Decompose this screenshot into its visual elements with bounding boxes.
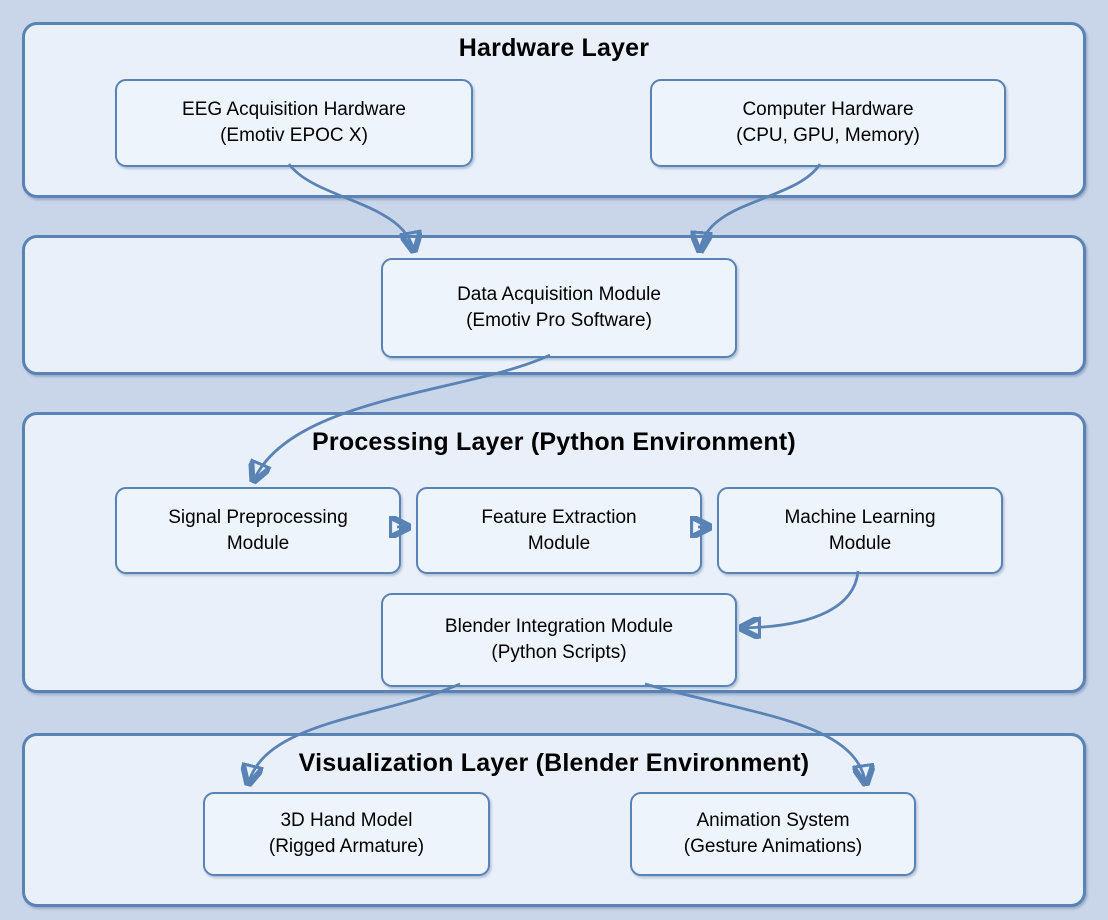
node-feature-line1: Feature Extraction bbox=[481, 506, 637, 528]
node-eeg-acquisition-hardware: EEG Acquisition Hardware (Emotiv EPOC X) bbox=[115, 79, 473, 167]
node-blender-line1: Blender Integration Module bbox=[444, 616, 674, 637]
layer-hardware-title: Hardware Layer bbox=[458, 34, 650, 62]
node-eeg-line2: (Emotiv EPOC X) bbox=[220, 125, 368, 146]
node-animation-system: Animation System (Gesture Animations) bbox=[630, 792, 916, 876]
layer-hardware: Hardware Layer EEG Acquisition Hardware … bbox=[22, 22, 1086, 198]
node-hand-line1: 3D Hand Model bbox=[280, 810, 413, 831]
node-dataacq-line2: (Emotiv Pro Software) bbox=[466, 310, 652, 331]
layer-processing: Processing Layer (Python Environment) Si… bbox=[22, 412, 1086, 693]
node-computer-line2: (CPU, GPU, Memory) bbox=[736, 125, 920, 146]
node-blender-integration-module: Blender Integration Module (Python Scrip… bbox=[381, 593, 737, 687]
node-3d-hand-model: 3D Hand Model (Rigged Armature) bbox=[203, 792, 490, 876]
layer-visualization-title: Visualization Layer (Blender Environment… bbox=[298, 749, 810, 777]
node-data-acquisition-module: Data Acquisition Module (Emotiv Pro Soft… bbox=[381, 258, 737, 358]
node-signal-line2: Module bbox=[226, 532, 290, 554]
node-hand-line2: (Rigged Armature) bbox=[268, 836, 425, 857]
node-computer-line1: Computer Hardware bbox=[742, 99, 914, 120]
node-feature-line2: Module bbox=[527, 532, 591, 554]
node-feature-extraction-module: Feature Extraction Module bbox=[416, 487, 702, 574]
layer-acquisition: Data Acquisition Module (Emotiv Pro Soft… bbox=[22, 235, 1086, 375]
node-signal-preprocessing-module: Signal Preprocessing Module bbox=[115, 487, 401, 574]
layer-processing-title: Processing Layer (Python Environment) bbox=[312, 428, 796, 456]
node-ml-line2: Module bbox=[828, 532, 892, 554]
node-eeg-line1: EEG Acquisition Hardware bbox=[182, 99, 406, 120]
node-computer-hardware: Computer Hardware (CPU, GPU, Memory) bbox=[650, 79, 1006, 167]
node-machine-learning-module: Machine Learning Module bbox=[717, 487, 1003, 574]
node-dataacq-line1: Data Acquisition Module bbox=[457, 284, 661, 305]
node-anim-line1: Animation System bbox=[696, 810, 850, 831]
node-anim-line2: (Gesture Animations) bbox=[683, 836, 863, 857]
node-blender-line2: (Python Scripts) bbox=[491, 642, 627, 663]
node-signal-line1: Signal Preprocessing bbox=[168, 506, 348, 528]
node-ml-line1: Machine Learning bbox=[784, 506, 936, 528]
layer-visualization: Visualization Layer (Blender Environment… bbox=[22, 733, 1086, 907]
